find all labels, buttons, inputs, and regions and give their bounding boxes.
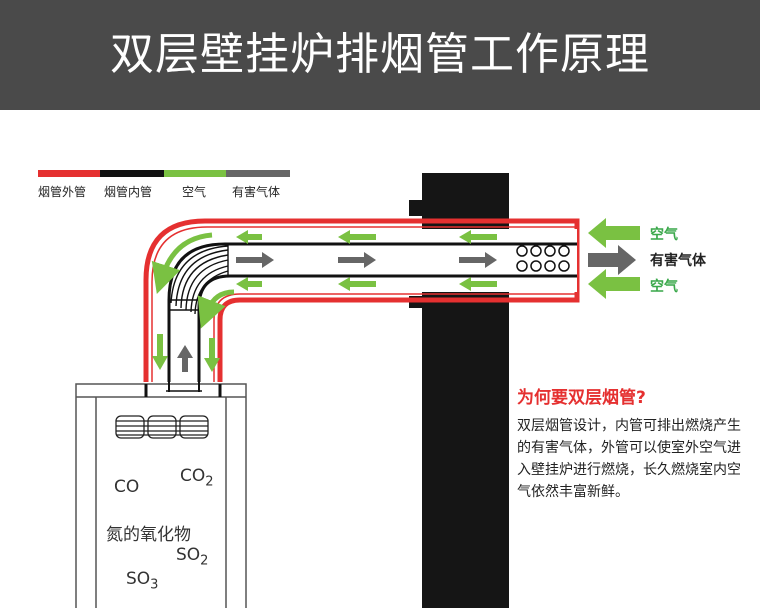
legend-lines [38, 170, 290, 177]
air-arrow-bottom-3 [459, 277, 497, 291]
air-label-bottom: 空气 [650, 279, 678, 295]
legend-harmful-gas: 有害气体 [232, 185, 281, 199]
chem-so2-base: SO [176, 545, 201, 565]
pipe-interior [154, 229, 577, 382]
air-arrows-elbow [151, 232, 235, 329]
air-arrow-top-1 [236, 230, 262, 244]
air-arrows-top [236, 218, 640, 248]
gas-arrow-up [177, 345, 193, 372]
air-arrow-bottom-2 [338, 277, 376, 291]
header-bar [0, 0, 760, 110]
gas-arrow-2 [338, 252, 376, 268]
air-arrow-elbow-inner [197, 289, 235, 329]
chem-so3-base: SO [126, 569, 151, 589]
chem-co2-sub: 2 [205, 474, 214, 490]
heat-exchanger [115, 415, 209, 439]
question-title: 为何要双层烟管? [517, 388, 646, 408]
wall-notch [409, 200, 423, 216]
gas-arrow-3 [459, 252, 497, 268]
air-arrow-top-3 [459, 230, 497, 244]
legend-outer-pipe: 烟管外管 [38, 185, 87, 199]
chem-so2-sub: 2 [200, 553, 209, 569]
question-body: 双层烟管设计，内管可排出燃烧产生的有害气体，外管可以使室外空气进入壁挂炉进行燃烧… [517, 418, 741, 500]
legend-line-inner-pipe [100, 170, 164, 177]
chem-nox: 氮的氧化物 [106, 525, 191, 545]
chem-co: CO [114, 477, 140, 497]
gas-arrow-outside [588, 245, 636, 275]
air-arrow-outside-bottom [588, 269, 640, 299]
legend-line-outer-pipe [38, 170, 100, 177]
harmful-gas-arrows [236, 245, 636, 275]
legend-line-harmful-gas [226, 170, 290, 177]
legend-inner-pipe: 烟管内管 [104, 185, 153, 199]
air-arrow-bottom-1 [236, 277, 262, 291]
air-arrows-bottom [236, 269, 640, 299]
air-arrow-down-right [204, 338, 220, 372]
air-arrow-outside-top [588, 218, 640, 248]
chem-so2: SO2 [176, 545, 208, 568]
pipe-end-tubes [516, 245, 570, 272]
page-title: 双层壁挂炉排烟管工作原理 [110, 29, 650, 80]
chem-co2: CO2 [180, 466, 214, 489]
boiler-body [75, 383, 247, 608]
legend-line-air [164, 170, 226, 177]
vertical-arrows [152, 334, 220, 372]
gas-arrow-1 [236, 252, 274, 268]
chem-so3: SO3 [126, 569, 158, 592]
boiler [75, 382, 247, 608]
chem-so3-sub: 3 [150, 577, 159, 593]
harmful-gas-label: 有害气体 [650, 253, 706, 269]
air-label-top: 空气 [650, 227, 678, 243]
chem-co2-base: CO [180, 466, 206, 486]
air-arrow-down-left [152, 334, 168, 370]
air-arrow-elbow-outer [151, 232, 213, 295]
air-arrow-top-2 [338, 230, 376, 244]
legend-air: 空气 [182, 185, 207, 199]
